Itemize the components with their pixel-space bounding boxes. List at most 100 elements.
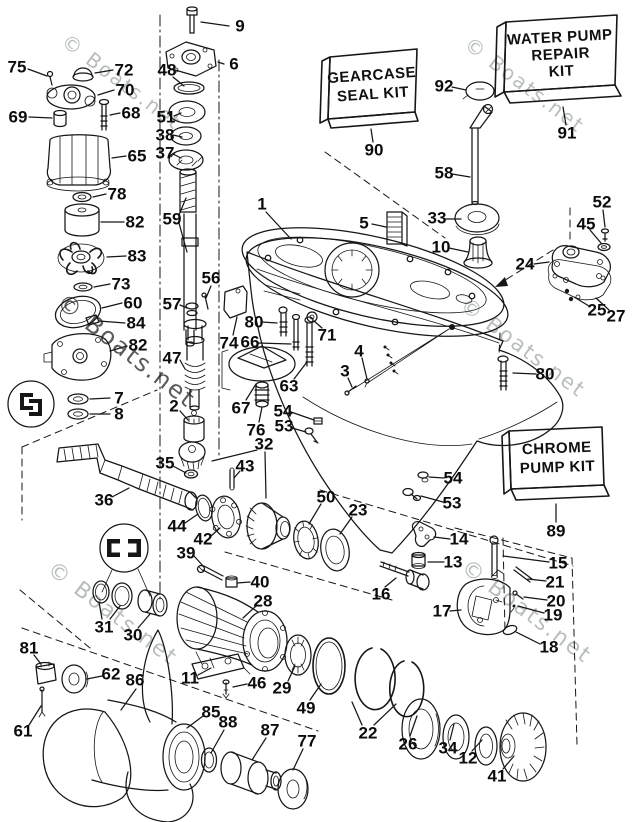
part-label-84: 84 xyxy=(98,314,146,333)
part-number-text: 45 xyxy=(577,215,596,234)
part-label-66: 66 xyxy=(241,333,292,352)
leader-line xyxy=(109,112,121,116)
leader-line xyxy=(595,297,610,311)
part-label-34: 34 xyxy=(439,723,458,758)
part-label-70: 70 xyxy=(97,81,135,100)
part-number-text: 3 xyxy=(340,362,349,381)
leader-line xyxy=(106,255,127,258)
part-number-text: 42 xyxy=(194,530,213,549)
part-label-71: 71 xyxy=(313,320,336,345)
watermark-text: © Boats.net xyxy=(456,555,596,669)
part-label-90: 90 xyxy=(365,128,383,160)
part-number-text: 50 xyxy=(317,488,336,507)
part-number-text: 62 xyxy=(102,665,121,684)
part-label-45: 45 xyxy=(577,215,602,244)
leader-line xyxy=(371,223,387,228)
kit-box-text: WATER PUMPREPAIRKIT xyxy=(507,26,615,82)
leader-line xyxy=(257,342,292,345)
rear-gear-stack-art xyxy=(354,647,547,782)
leader-line xyxy=(523,596,548,601)
part-label-80: 80 xyxy=(512,365,554,384)
part-number-text: 72 xyxy=(115,61,134,80)
leader-line xyxy=(205,285,212,299)
part-number-text: 15 xyxy=(549,554,568,573)
part-number-text: 22 xyxy=(359,724,378,743)
part-label-92: 92 xyxy=(435,77,467,96)
part-label-48: 48 xyxy=(158,61,185,87)
part-number-text: 19 xyxy=(544,606,563,625)
part-number-text: 26 xyxy=(399,735,418,754)
part-number-text: 11 xyxy=(181,669,199,688)
part-number-text: 68 xyxy=(122,104,141,123)
part-label-14: 14 xyxy=(433,530,469,549)
leader-line xyxy=(179,410,189,421)
leader-line xyxy=(451,86,467,91)
part-number-text: 13 xyxy=(444,553,463,572)
part-label-62: 62 xyxy=(86,665,121,684)
part-number-text: 23 xyxy=(349,501,368,520)
leader-line xyxy=(200,21,230,27)
part-label-50: 50 xyxy=(308,488,336,525)
leader-line xyxy=(217,61,225,65)
part-label-52: 52 xyxy=(593,193,611,228)
leader-line xyxy=(449,723,455,741)
part-number-text: 18 xyxy=(540,638,559,657)
leader-line xyxy=(172,465,187,474)
leader-line xyxy=(101,302,123,309)
part-label-73: 73 xyxy=(93,275,130,294)
part-label-3: 3 xyxy=(340,362,353,388)
part-number-text: 65 xyxy=(128,147,147,166)
leader-line xyxy=(420,495,444,503)
part-number-text: 12 xyxy=(459,749,478,768)
leader-line xyxy=(347,377,353,388)
part-number-text: 33 xyxy=(428,209,447,228)
part-number-text: 91 xyxy=(558,124,577,143)
leader-line xyxy=(236,581,251,584)
leader-line xyxy=(533,261,550,265)
part-label-59: 59 xyxy=(163,197,188,253)
leader-line xyxy=(370,128,374,143)
part-label-53: 53 xyxy=(420,494,461,513)
part-label-86: 86 xyxy=(120,671,144,711)
leader-line xyxy=(93,283,111,288)
kit-box-chrome-pump: CHROMEPUMP KIT xyxy=(501,426,610,501)
leader-line xyxy=(589,229,602,244)
leader-line xyxy=(451,173,471,178)
leader-line xyxy=(428,476,445,479)
part-number-text: 35 xyxy=(156,454,175,473)
part-label-18: 18 xyxy=(515,631,559,657)
part-label-32: 32 xyxy=(211,435,273,499)
part-number-text: 57 xyxy=(163,295,182,314)
part-label-91: 91 xyxy=(558,106,577,143)
propshaft-geartrain-art xyxy=(56,443,350,588)
leader-line xyxy=(245,383,257,401)
part-number-text: 24 xyxy=(516,255,535,274)
part-label-82: 82 xyxy=(109,336,147,355)
leader-line xyxy=(264,451,267,499)
leader-line xyxy=(471,739,483,752)
part-label-72: 72 xyxy=(94,61,134,80)
leader-line xyxy=(433,536,451,540)
part-number-text: 70 xyxy=(116,81,135,100)
part-label-74: 74 xyxy=(220,316,239,353)
part-number-text: 78 xyxy=(108,185,127,204)
leader-line xyxy=(179,359,186,370)
leader-line xyxy=(384,577,397,588)
leader-line xyxy=(111,155,127,159)
part-label-69: 69 xyxy=(9,108,53,127)
leader-line xyxy=(179,304,188,309)
leader-line xyxy=(86,675,103,680)
part-label-40: 40 xyxy=(236,573,269,592)
part-label-46: 46 xyxy=(232,674,266,693)
leader-line xyxy=(449,609,462,612)
part-label-60: 60 xyxy=(101,294,142,313)
leader-line xyxy=(502,755,515,770)
leader-line xyxy=(210,729,225,754)
part-number-text: 54 xyxy=(444,469,463,488)
leader-line xyxy=(291,427,307,433)
part-label-31: 31 xyxy=(95,601,121,637)
leader-line xyxy=(111,487,130,498)
part-label-10: 10 xyxy=(432,238,469,257)
part-label-78: 78 xyxy=(92,185,127,204)
part-number-text: 84 xyxy=(127,314,146,333)
